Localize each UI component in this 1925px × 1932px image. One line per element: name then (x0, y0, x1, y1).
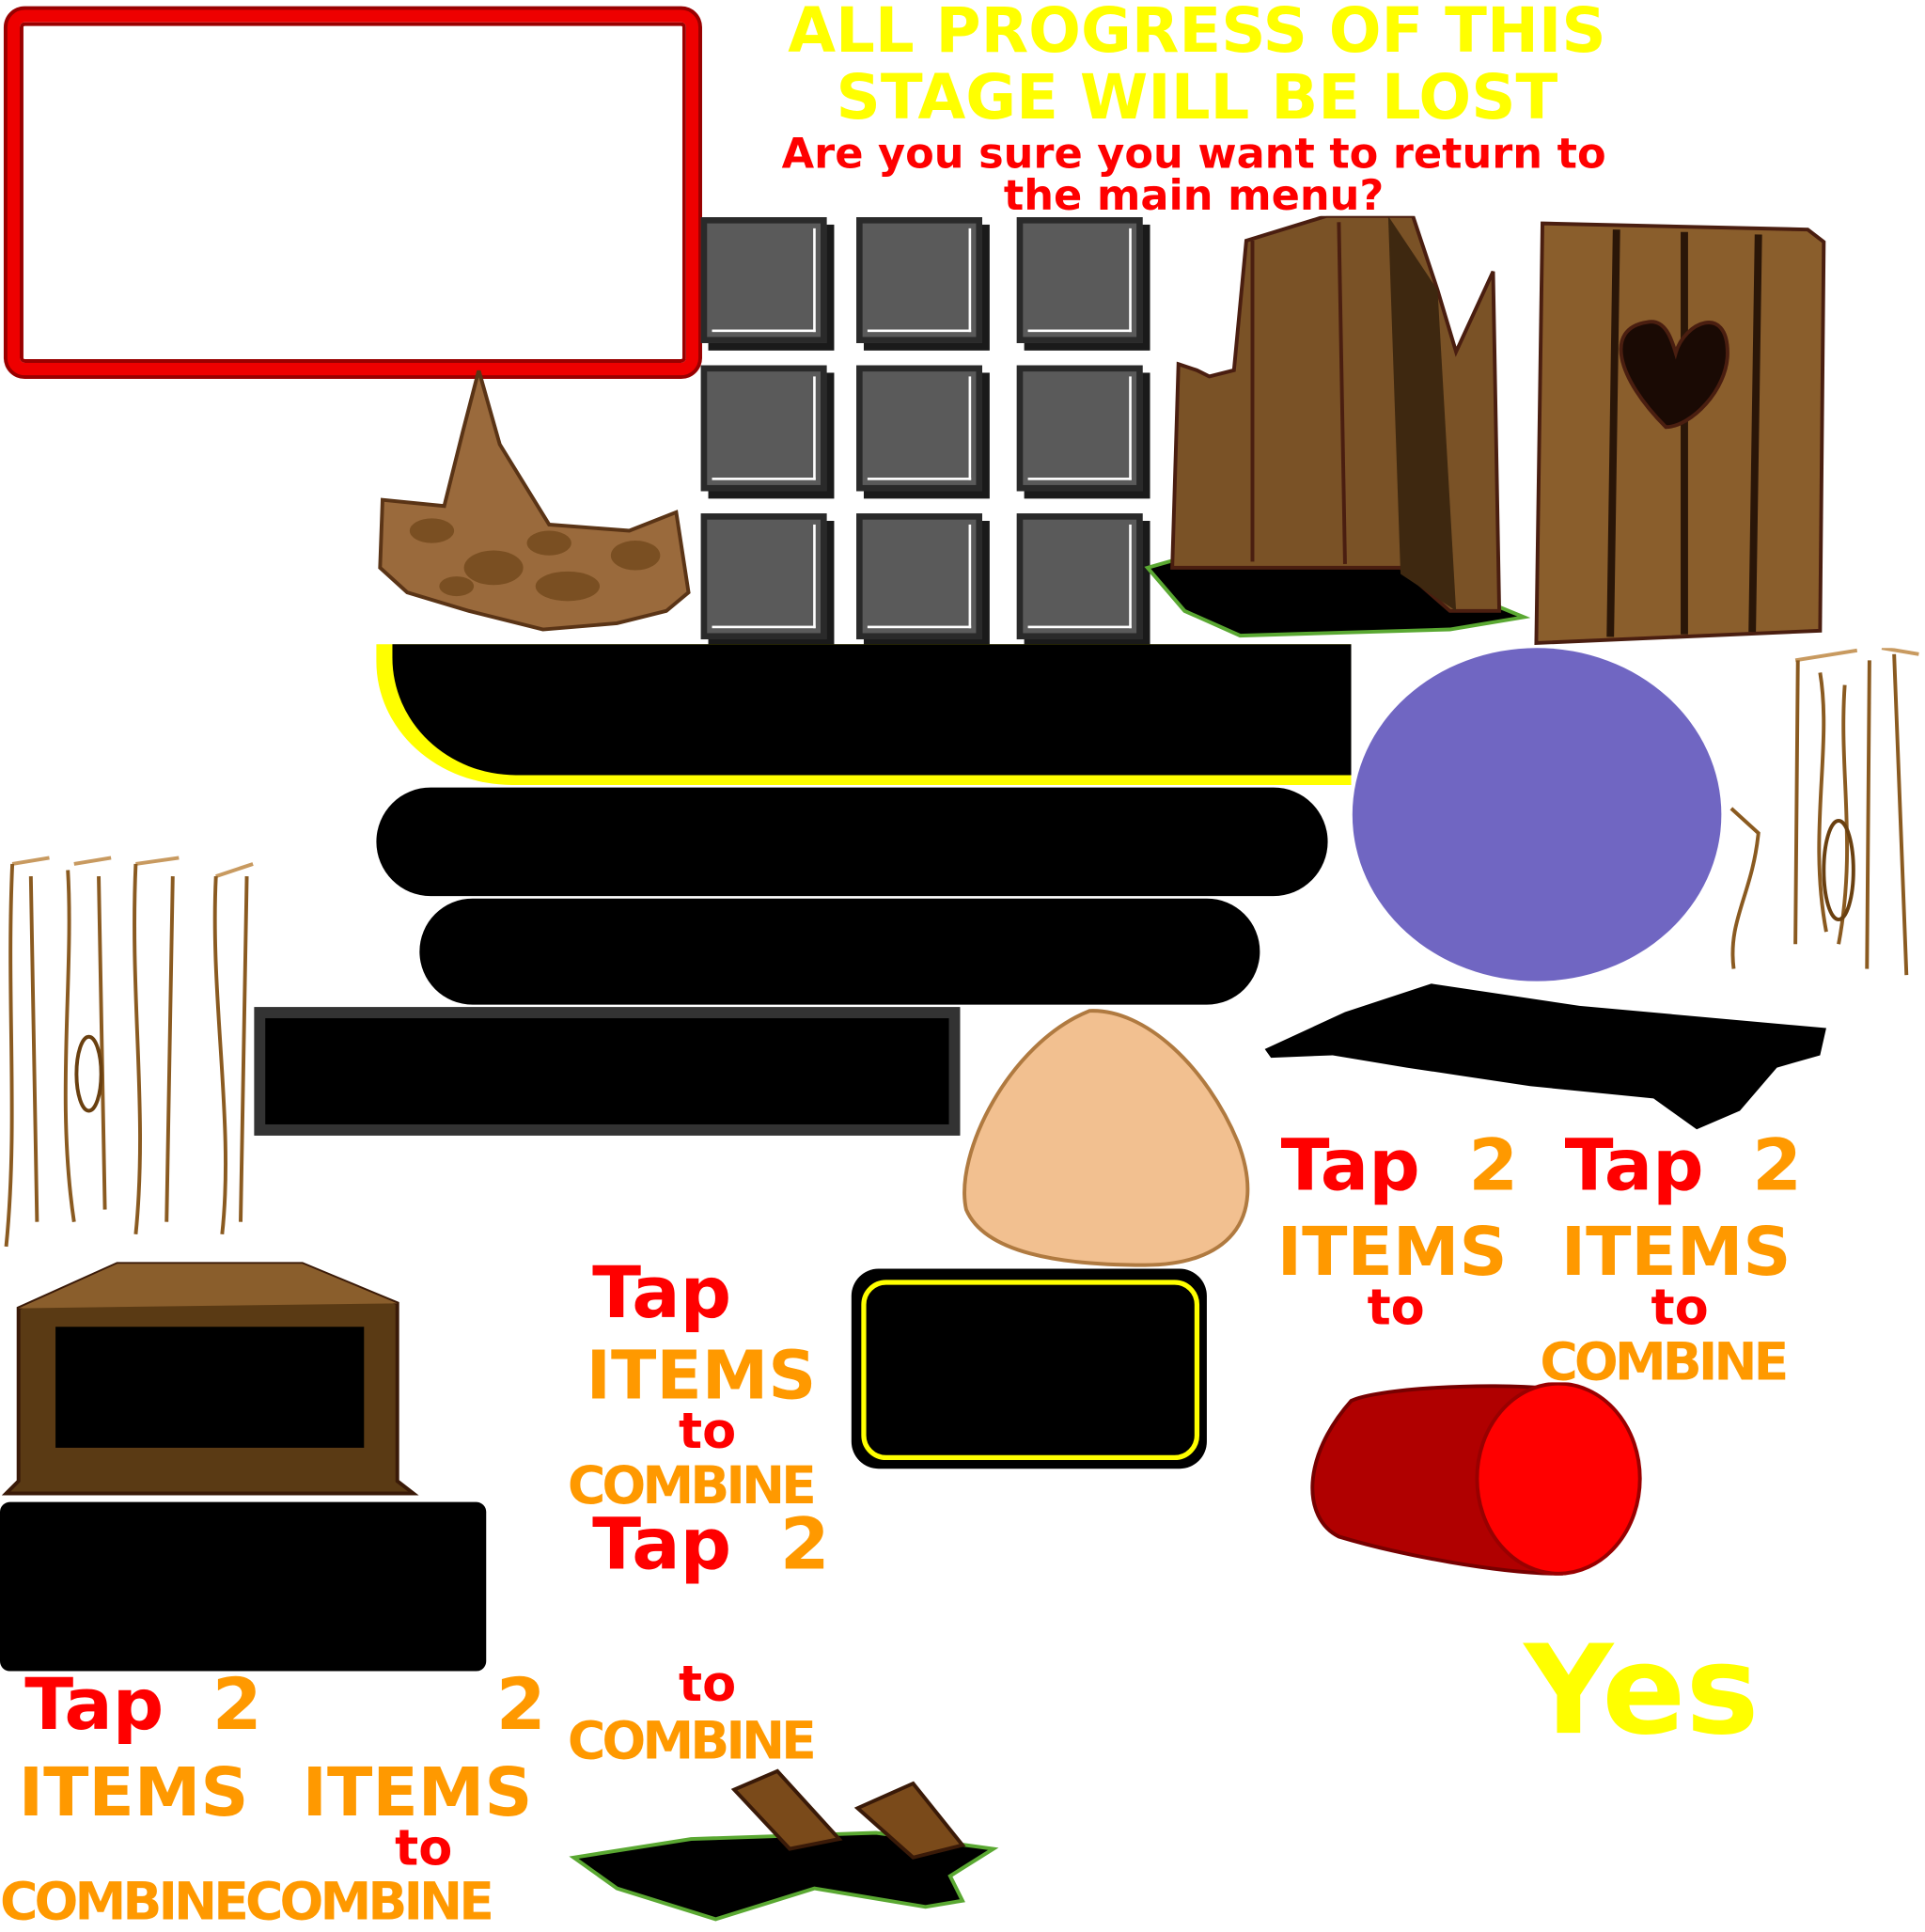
purple-orb (1352, 648, 1722, 982)
hint-combine: COMBINE (567, 1454, 817, 1516)
hint-combine: COMBINE (567, 1710, 817, 1771)
black-pill-bar (419, 898, 1260, 1005)
hint-to: to (1367, 1280, 1425, 1337)
rock-shard-icon (378, 369, 691, 632)
hint-items: ITEMS (1276, 1213, 1508, 1292)
hint-items: ITEMS (1560, 1213, 1792, 1292)
hint-combine-double: COMBINECOMBINE (0, 1871, 494, 1932)
hint-items: ITEMS (18, 1753, 249, 1832)
inventory-slot[interactable] (1016, 217, 1143, 343)
hint-to: to (1651, 1280, 1709, 1337)
inventory-slot[interactable] (856, 513, 982, 640)
warning-question-line2: the main menu? (1003, 171, 1385, 221)
inventory-slot[interactable] (1016, 365, 1143, 492)
inventory-slot[interactable] (856, 217, 982, 343)
hint-two: 2 (779, 1501, 830, 1586)
rope-frame (7, 9, 699, 376)
hint-two: 2 (1752, 1123, 1803, 1207)
inventory-slot[interactable] (1016, 513, 1143, 640)
warning-title-line2: STAGE WILL BE LOST (836, 61, 1558, 134)
warning-question-line1: Are you sure you want to return to (781, 129, 1606, 180)
hint-two: 2 (211, 1662, 262, 1747)
wooden-door-heart-icon (1534, 221, 1826, 646)
hint-tap: Tap (1280, 1123, 1420, 1207)
wood-debris-icon (569, 1768, 999, 1922)
hint-to: to (679, 1656, 737, 1714)
banner-panel-fill (392, 644, 1352, 776)
yes-button[interactable]: Yes (1524, 1618, 1760, 1763)
black-rect-panel (254, 1007, 961, 1136)
black-button-panel[interactable] (851, 1268, 1207, 1469)
wooden-crate-icon (1, 1262, 419, 1496)
black-rounded-panel (0, 1501, 487, 1672)
hint-items: ITEMS (302, 1753, 533, 1832)
inventory-slot[interactable] (700, 217, 827, 343)
hint-two: 2 (1468, 1123, 1519, 1207)
birch-trunk-icon (1729, 648, 1919, 976)
black-pill-bar (376, 787, 1328, 897)
inventory-slot[interactable] (856, 365, 982, 492)
hint-tap: Tap (592, 1249, 732, 1335)
hint-tap: Tap (1564, 1123, 1704, 1207)
red-log-icon (1310, 1382, 1642, 1576)
inventory-slot[interactable] (700, 365, 827, 492)
inventory-slot[interactable] (700, 513, 827, 640)
warning-title-line1: ALL PROGRESS OF THIS (788, 0, 1606, 67)
broken-wood-wall-icon (1144, 215, 1530, 638)
skin-blob-icon (962, 1009, 1250, 1267)
hint-to: to (395, 1820, 453, 1877)
hint-tap: Tap (24, 1662, 164, 1747)
ground-shadow-icon (1264, 983, 1826, 1130)
hint-tap: Tap (592, 1501, 732, 1586)
hint-combine: COMBINE (1540, 1331, 1789, 1392)
hint-items: ITEMS (586, 1336, 817, 1415)
hint-two: 2 (495, 1662, 546, 1747)
black-button-border (861, 1280, 1200, 1461)
birch-trunk-icon (4, 856, 254, 1248)
hint-to: to (679, 1403, 737, 1461)
